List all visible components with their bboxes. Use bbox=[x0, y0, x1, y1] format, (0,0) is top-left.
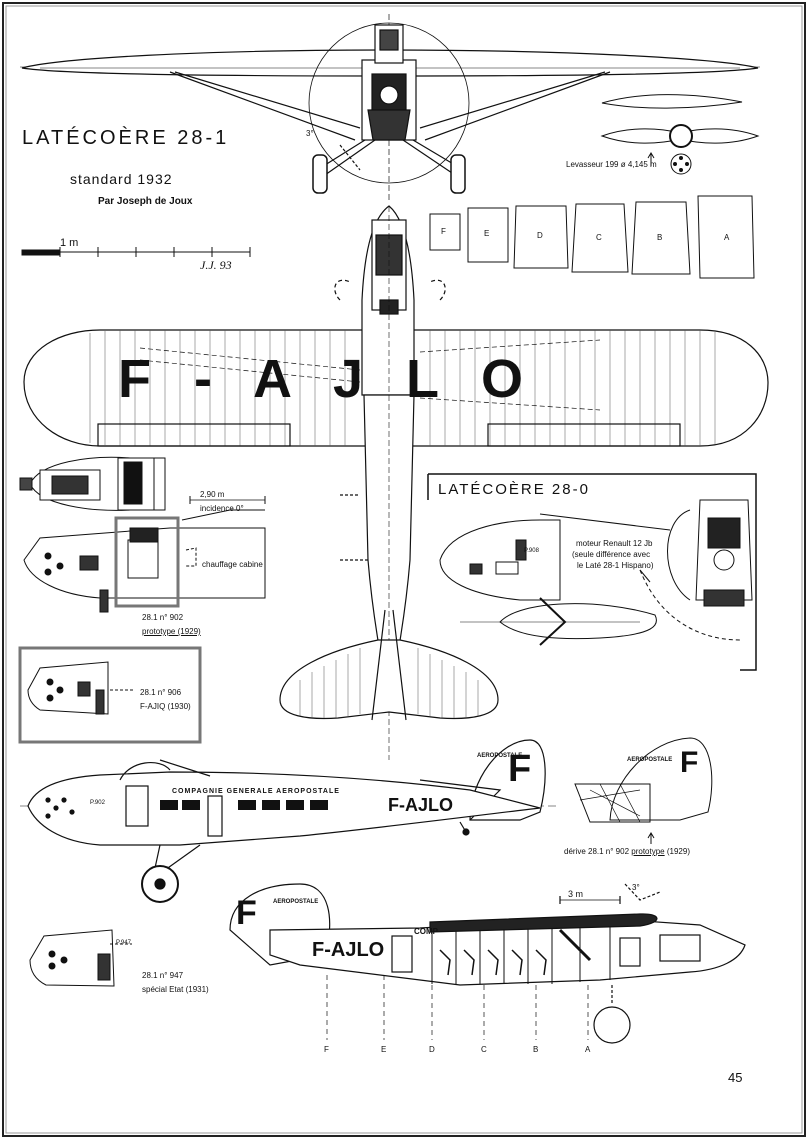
author: Par Joseph de Joux bbox=[98, 196, 193, 207]
section-letter-c: C bbox=[596, 233, 602, 242]
etat-947-label: 28.1 n° 947 bbox=[142, 971, 184, 980]
p908-label: P.908 bbox=[524, 548, 539, 554]
dimension-290: 2,90 m bbox=[200, 490, 225, 499]
tail-text: AEROPOSTALE bbox=[477, 753, 523, 759]
dihedral-label-2: 3° bbox=[632, 883, 640, 892]
engine-note-3: le Laté 28-1 Hispano) bbox=[577, 561, 654, 570]
nose-detail-947 bbox=[29, 929, 132, 987]
station-b: B bbox=[533, 1045, 539, 1054]
signature: J.J. 93 bbox=[200, 258, 232, 272]
nose-detail-top bbox=[19, 456, 166, 511]
dimension-3m: 3 m bbox=[568, 889, 584, 899]
station-e: E bbox=[381, 1045, 387, 1054]
proto-902-label: 28.1 n° 902 bbox=[142, 613, 184, 622]
side-registration: F-AJLO bbox=[388, 795, 453, 815]
engine-note-1: moteur Renault 12 Jb bbox=[576, 539, 653, 548]
ajiq-906-reg: F-AJIQ (1930) bbox=[140, 702, 191, 711]
station-c: C bbox=[481, 1045, 487, 1054]
proto-902-sub: prototype (1929) bbox=[142, 627, 201, 636]
page-number: 45 bbox=[728, 1070, 743, 1085]
fin-tail-letter: F bbox=[680, 746, 699, 779]
incidence-label: incidence 0° bbox=[200, 504, 244, 513]
panel-title: LATÉCOÈRE 28-0 bbox=[438, 481, 590, 498]
cabin-heating-label: chauffage cabine bbox=[202, 560, 263, 569]
side-view bbox=[20, 739, 560, 903]
fuselage-sections bbox=[429, 195, 755, 279]
front-view bbox=[20, 14, 760, 200]
ajiq-906-label: 28.1 n° 906 bbox=[140, 688, 182, 697]
engine-note-2: (seule différence avec bbox=[572, 550, 651, 559]
p902-label: P.902 bbox=[90, 800, 105, 806]
nose-detail-side-902 bbox=[23, 496, 266, 613]
wing-registration: F - A J L O bbox=[118, 349, 538, 409]
plan-view bbox=[23, 205, 769, 760]
section-letter-a: A bbox=[724, 233, 730, 242]
section-letter-e: E bbox=[484, 229, 490, 238]
etat-947-sub: spécial Etat (1931) bbox=[142, 985, 209, 994]
cutaway-view bbox=[229, 883, 746, 1044]
ajiq-box bbox=[18, 646, 202, 744]
dihedral-label: 3° bbox=[306, 129, 314, 138]
subtitle: standard 1932 bbox=[70, 171, 173, 187]
fin-tail-text: AEROPOSTALE bbox=[627, 757, 673, 763]
scale-bar bbox=[21, 247, 251, 257]
fuselage-text: COMPAGNIE GENERALE AEROPOSTALE bbox=[172, 788, 340, 795]
cutaway-tail-text: AEROPOSTALE bbox=[273, 899, 319, 905]
cutaway-tail-letter: F bbox=[236, 894, 257, 932]
fin-caption-year: (1929) bbox=[666, 847, 690, 856]
cutaway-comp: COMP bbox=[414, 927, 438, 936]
tail-letter: F bbox=[508, 748, 532, 790]
p947-label: P.947 bbox=[116, 940, 131, 946]
section-letter-b: B bbox=[657, 233, 663, 242]
section-letter-d: D bbox=[537, 231, 543, 240]
station-d: D bbox=[429, 1045, 435, 1054]
section-letter-f: F bbox=[441, 227, 446, 236]
station-f: F bbox=[324, 1045, 329, 1054]
station-a: A bbox=[585, 1045, 591, 1054]
fin-caption: dérive 28.1 n° 902 prototype (1929) bbox=[564, 848, 690, 856]
propeller-detail bbox=[600, 94, 760, 175]
fin-detail-902 bbox=[574, 737, 713, 844]
title: LATÉCOÈRE 28-1 bbox=[22, 127, 230, 149]
panel-28-0 bbox=[427, 473, 757, 671]
fin-caption-prefix: dérive 28.1 n° 902 bbox=[564, 847, 630, 856]
propeller-note: Levasseur 199 ø 4,145 m bbox=[566, 160, 657, 169]
fin-caption-link: prototype bbox=[631, 847, 665, 856]
cutaway-registration: F-AJLO bbox=[312, 939, 385, 961]
scale-label: 1 m bbox=[60, 237, 79, 249]
